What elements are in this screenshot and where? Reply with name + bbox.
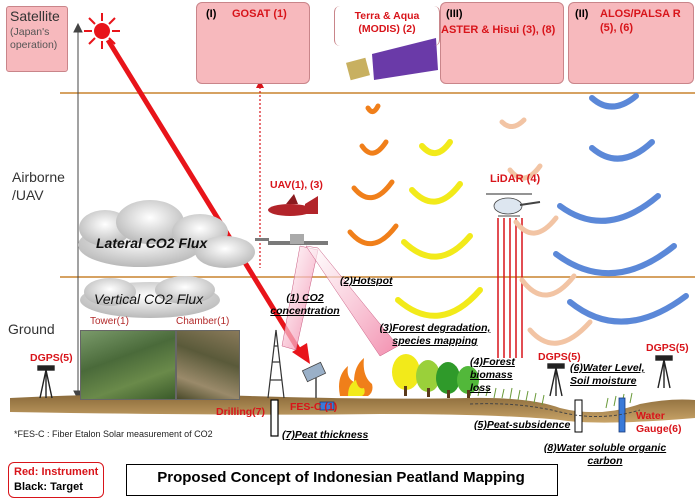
sat-alos-roman: (II) — [575, 8, 589, 20]
sat-bracket-terra — [334, 6, 440, 46]
fesc-instrument-icon — [301, 361, 327, 398]
level-airborne-label: Airborne /UAV — [12, 169, 65, 204]
tower-photo — [80, 330, 176, 400]
level-satellite-label: Satellite (Japan's operation) — [6, 6, 68, 72]
subsidence-dotted-line — [469, 403, 641, 417]
fire-icon — [339, 358, 373, 396]
target-doc: (8)Water soluble organic carbon — [543, 442, 667, 468]
footnote: *FES-C : Fiber Etalon Solar measurement … — [14, 429, 213, 439]
chamber-photo — [176, 330, 240, 400]
beam-forest — [305, 245, 399, 357]
uav-label: UAV(1), (3) — [270, 179, 323, 191]
lidar-beams — [497, 218, 523, 358]
dgps-mid-icon — [547, 363, 565, 397]
sun-icon — [84, 13, 120, 49]
cloud-vertical — [80, 276, 220, 318]
level-ground-label: Ground — [8, 321, 55, 337]
sat-gosat-name: GOSAT (1) — [232, 8, 287, 20]
lidar-label: LiDAR (4) — [490, 173, 541, 185]
chamber-label: Chamber(1) — [176, 316, 230, 327]
sat-box-alos — [568, 2, 694, 84]
forest-trees — [392, 354, 479, 398]
legend-instrument: Red: Instrument — [14, 466, 99, 478]
target-hotspot: (2)Hotspot — [340, 275, 393, 287]
sunlight-arrow — [105, 38, 310, 364]
diagram-title: Proposed Concept of Indonesian Peatland … — [157, 469, 525, 486]
vertical-flux-label: Vertical CO2 Flux — [94, 291, 204, 307]
target-peat-thickness: (7)Peat thickness — [282, 429, 369, 441]
target-water-level: (6)Water Level, Soil moisture — [570, 362, 645, 388]
drilling-tower-icon — [267, 329, 285, 437]
drilling-label: Drilling(7) — [216, 406, 265, 418]
level-satellite-subtitle: (Japan's operation) — [10, 26, 58, 51]
ground-soil — [10, 394, 695, 423]
sat-aster-roman: (III) — [446, 8, 463, 20]
target-biomass-loss: (4)Forest biomass loss — [470, 356, 515, 395]
target-peat-subsidence: (5)Peat-subsidence — [474, 419, 571, 431]
dgps-right-label: DGPS(5) — [646, 342, 689, 354]
legend-box — [8, 462, 104, 498]
cloud-lateral — [78, 200, 255, 268]
water-gauge-label: Water Gauge(6) — [636, 410, 682, 435]
yellow-arcs — [395, 139, 483, 319]
terra-aqua-satellite-icon — [346, 38, 438, 81]
level-arrows — [73, 22, 83, 401]
lateral-flux-label: Lateral CO2 Flux — [96, 235, 208, 251]
sat-alos-name: ALOS/PALSA R (5), (6) — [600, 8, 681, 34]
fesc-box-icon — [319, 401, 335, 411]
tower-label: Tower(1) — [90, 316, 129, 327]
helicopter-icon — [486, 193, 541, 217]
target-forest-degradation: (3)Forest degradation, species mapping — [379, 322, 491, 348]
peach-arcs — [499, 117, 593, 346]
level-satellite-title: Satellite — [10, 8, 60, 24]
blue-arcs — [553, 93, 689, 325]
sat-box-gosat — [196, 2, 310, 84]
target-co2-concentration: (1) CO2 concentration — [270, 292, 340, 318]
sat-gosat-roman: (I) — [206, 8, 217, 20]
diagram-title-box — [126, 464, 558, 496]
dgps-left-icon — [37, 365, 55, 399]
dgps-left-label: DGPS(5) — [30, 352, 73, 364]
legend-target: Black: Target — [14, 481, 83, 493]
fesc-label: FES-C (1) — [290, 401, 338, 413]
sat-box-aster — [440, 2, 564, 84]
uav-icon — [268, 194, 318, 216]
orange-arcs — [347, 103, 399, 247]
sat-aster-name: ASTER & Hisui (3), (8) — [441, 24, 556, 36]
dgps-right-icon — [655, 355, 673, 389]
sat-terra-name: Terra & Aqua (MODIS) (2) — [354, 10, 420, 36]
aircraft-icon — [255, 234, 328, 245]
dgps-mid-label: DGPS(5) — [538, 351, 581, 363]
